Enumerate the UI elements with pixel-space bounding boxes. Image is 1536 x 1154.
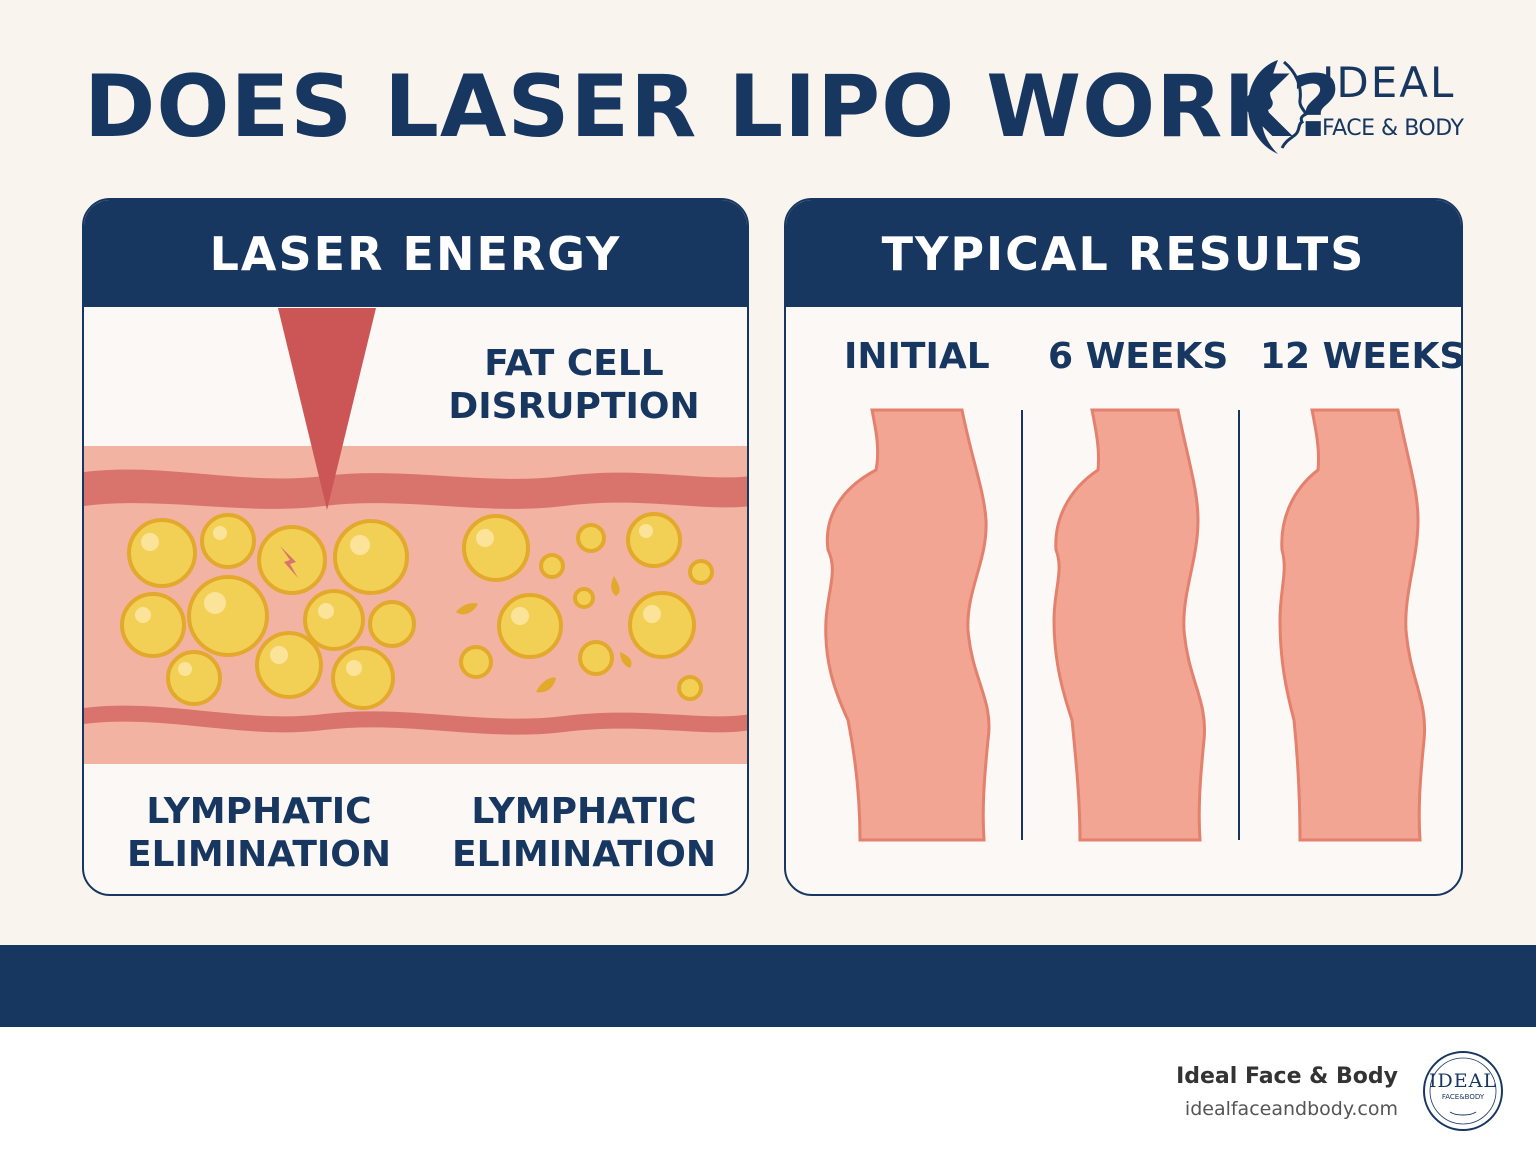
label-lymphatic-elimination: LYMPHATIC ELIMINATION	[451, 791, 717, 876]
laser-energy-panel: LASER ENERGY FAT CELL DISRUPTION LYMPHAT…	[82, 198, 749, 896]
fat-cell	[187, 575, 269, 657]
fat-cell-fragment	[539, 553, 565, 579]
fat-cell-fragment	[578, 640, 614, 676]
panel-title-laser-energy: LASER ENERGY	[84, 200, 747, 307]
footer-brand-name: Ideal Face & Body	[1176, 1064, 1398, 1089]
fat-droplet	[456, 602, 478, 615]
fat-cell-fragment	[576, 523, 606, 553]
fat-droplet	[620, 652, 632, 668]
brand-seal: IDEAL FACE&BODY	[1422, 1050, 1504, 1132]
seal-icon	[1423, 1051, 1503, 1131]
body-silhouette-icon	[1278, 408, 1427, 842]
fat-cell	[127, 518, 197, 588]
fat-tissue-illustration	[84, 308, 747, 764]
fat-cell	[200, 513, 256, 569]
fat-cell	[120, 592, 186, 658]
fat-cell-fragment	[573, 587, 595, 609]
fat-cell-fragment	[459, 645, 493, 679]
seal-tagline: FACE&BODY	[1441, 1093, 1485, 1101]
footer	[0, 1027, 1536, 1154]
page-title: DOES LASER LIPO WORK?	[84, 57, 1342, 157]
fat-cell	[497, 593, 563, 659]
typical-results-panel: TYPICAL RESULTS INITIAL 6 WEEKS 12 WEEKS	[784, 198, 1463, 896]
stage-label-6-weeks: 6 WEEKS	[1048, 336, 1229, 377]
fat-cell	[368, 600, 416, 648]
stage-label-12-weeks: 12 WEEKS	[1260, 336, 1463, 377]
logo-wordmark: IDEAL	[1322, 58, 1456, 107]
fat-cell	[255, 631, 323, 699]
footer-url[interactable]: idealfaceandbody.com	[1184, 1098, 1398, 1120]
fat-cell	[333, 519, 409, 595]
fat-droplet	[611, 576, 620, 596]
logo-tagline: FACE & BODY	[1322, 116, 1464, 141]
fat-cell	[626, 512, 682, 568]
fat-droplet	[536, 677, 556, 693]
fat-cell	[628, 591, 696, 659]
stage-label-initial: INITIAL	[844, 336, 990, 377]
fat-cell	[331, 646, 395, 710]
body-silhouette-icon	[824, 408, 991, 842]
seal-wordmark: IDEAL	[1429, 1070, 1497, 1092]
brand-logo: IDEAL FACE & BODY	[1244, 58, 1484, 158]
label-lymphatic-elimination: LYMPHATIC ELIMINATION	[126, 791, 392, 876]
fat-cell	[462, 514, 530, 582]
label-fat-cell-disruption: FAT CELL DISRUPTION	[448, 343, 700, 428]
body-silhouettes	[824, 408, 1427, 842]
fat-cell-fragment	[688, 559, 714, 585]
face-profile-icon	[1248, 60, 1309, 154]
body-silhouette-icon	[1052, 408, 1207, 842]
fat-cell-fragment	[677, 675, 703, 701]
fat-cell	[303, 589, 365, 651]
panel-title-typical-results: TYPICAL RESULTS	[786, 200, 1461, 307]
footer-band	[0, 945, 1536, 1027]
fat-cell	[166, 650, 222, 706]
laser-beam	[278, 308, 376, 510]
